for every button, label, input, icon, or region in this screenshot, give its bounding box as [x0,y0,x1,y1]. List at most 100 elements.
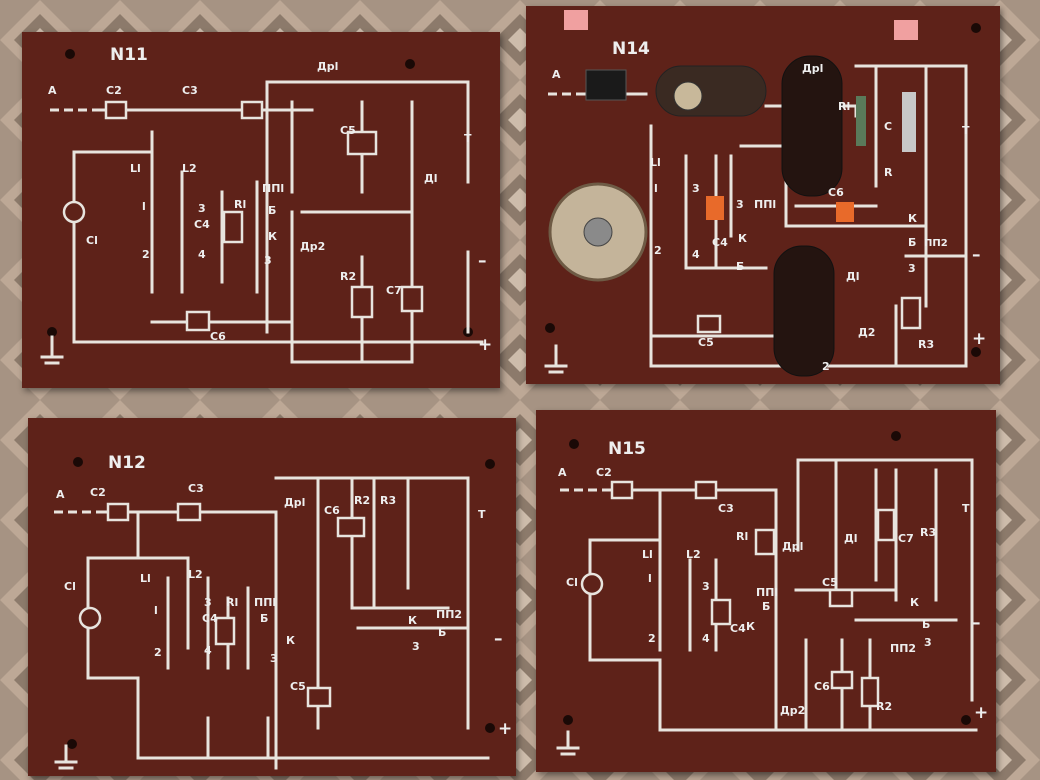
label-t: T [962,502,970,515]
label-d1: Дl [844,532,858,545]
label-tap-2: 2 [154,646,162,659]
capacitor-white [902,92,916,152]
binding-post [564,10,588,30]
board-15-schematic: N15 A C2 C3 Rl Дрl Дl C7 R3 T Cl Ll L2 l… [556,431,988,756]
label-r3: R3 [918,338,934,351]
label-c3: C3 [718,502,734,515]
board-number: N15 [608,439,646,459]
label-dr1: Дрl [284,496,305,509]
label-pp1: ППl [254,596,276,609]
label-minus: – [494,629,503,649]
label-c: C [884,120,892,133]
label-c2: C2 [106,84,122,97]
label-tap-3: 3 [204,596,212,609]
label-d1: Дl [846,270,860,283]
label-c4: C4 [194,218,210,231]
label-a: A [552,68,561,81]
circuit-board-11: N11 A C2 C3 Дрl Cl Ll L2 l 2 3 4 C4 Rl П… [22,32,500,388]
label-t: T [464,132,472,145]
label-tap-2: 2 [142,248,150,261]
label-tap-2: 2 [654,244,662,257]
label-r2: R2 [876,700,892,713]
board-number: N14 [612,39,650,59]
label-plus: + [974,703,988,723]
capacitor-orange [836,202,854,222]
label-plus: + [972,329,986,349]
label-l2: L2 [686,548,701,561]
label-c6: C6 [828,186,844,199]
label-a: A [56,488,65,501]
label-pp2: ПП2 [436,608,462,621]
label-t: T [962,124,970,137]
board-12-schematic: N12 A C2 C3 Дрl C6 R2 R3 T Cl Ll L2 l 2 … [54,453,512,770]
label-l1: Ll [130,162,141,175]
label-c5: C5 [698,336,714,349]
label-tap-1: l [154,604,158,617]
label-k2: К [908,212,917,225]
label-c6: C6 [324,504,340,517]
label-pp1: ППl [756,586,778,599]
label-b: Б [762,600,770,613]
label-minus: – [478,251,487,271]
label-l1: Ll [650,156,661,169]
label-tap-2b: 2 [822,360,830,373]
label-tap-4: 4 [204,644,212,657]
circuit-board-12: N12 A C2 C3 Дрl C6 R2 R3 T Cl Ll L2 l 2 … [28,418,516,776]
mount-hole [961,715,971,725]
label-r2: R2 [354,494,370,507]
transistor-socket-top [781,55,843,197]
label-pp1: ППl [262,182,284,195]
label-c2: C2 [596,466,612,479]
label-b: Б [268,204,276,217]
label-k: К [268,230,277,243]
mount-hole [545,323,555,333]
label-c1: Cl [64,580,76,593]
transistor-socket-bottom [773,245,835,377]
mount-hole [971,347,981,357]
variable-resistor [673,81,703,111]
resistor-plate [655,65,767,117]
label-c7: C7 [386,284,402,297]
mount-hole [405,59,415,69]
label-3: 3 [264,254,272,267]
label-d1: Дl [424,172,438,185]
label-tap-3: 3 [702,580,710,593]
label-k2: К [910,596,919,609]
label-k: К [746,620,755,633]
mount-hole [569,439,579,449]
label-pp1: ППl [754,198,776,211]
label-c3: C3 [182,84,198,97]
label-tap-1: l [648,572,652,585]
label-b: Б [260,612,268,625]
label-l2: L2 [188,568,203,581]
label-r: R [884,166,893,179]
label-3: 3 [270,652,278,665]
label-k: К [738,232,747,245]
label-c3: C3 [188,482,204,495]
label-c1: Cl [86,234,98,247]
label-c5: C5 [822,576,838,589]
label-3: 3 [736,198,744,211]
label-tap-3: 3 [692,182,700,195]
circuit-board-15: N15 A C2 C3 Rl Дрl Дl C7 R3 T Cl Ll L2 l… [536,410,996,772]
label-pp2: ПП2 [890,642,916,655]
label-tap-2: 2 [648,632,656,645]
label-pp2: ПП2 [924,238,948,249]
label-r1: Rl [838,100,850,113]
label-dr1: Дрl [802,62,823,75]
label-k: К [286,634,295,647]
label-r3: R3 [380,494,396,507]
mount-hole [65,49,75,59]
label-r1: Rl [234,198,246,211]
binding-post [894,20,918,40]
switch-block [585,69,627,101]
label-c6: C6 [814,680,830,693]
resistor-green [856,96,866,146]
mount-hole [971,23,981,33]
label-r1: Rl [226,596,238,609]
mount-hole [563,715,573,725]
label-plus: + [498,719,512,739]
label-dr1: Дрl [317,60,338,73]
label-c5: C5 [290,680,306,693]
label-3b: 3 [412,640,420,653]
